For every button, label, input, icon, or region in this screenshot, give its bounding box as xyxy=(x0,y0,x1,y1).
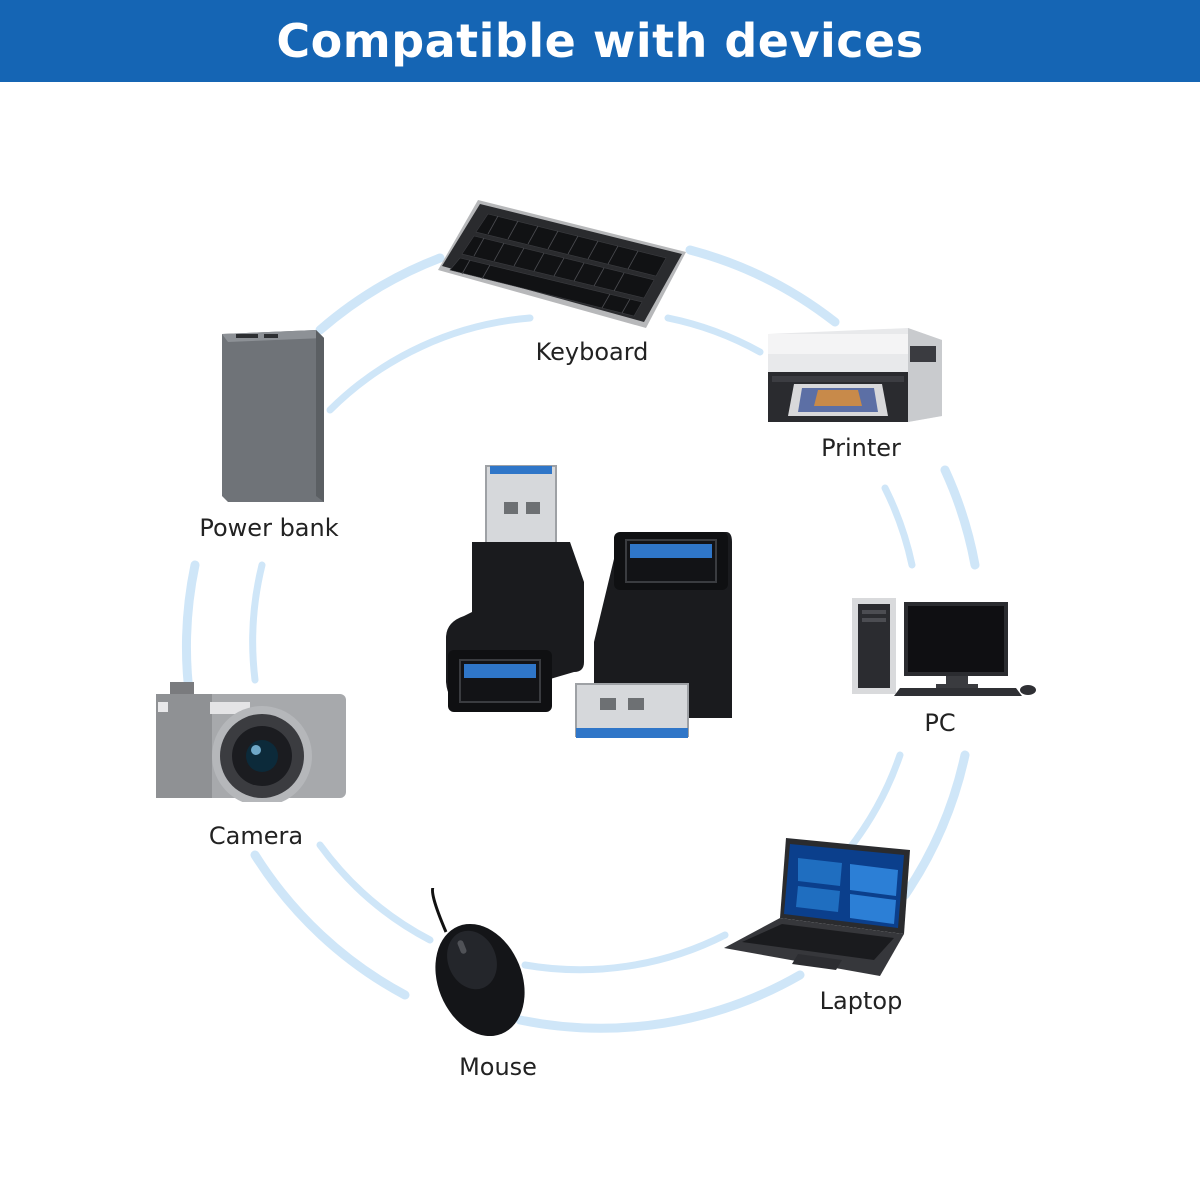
printer-device xyxy=(758,326,946,430)
laptop-icon xyxy=(724,838,910,976)
mouse-device xyxy=(420,888,538,1038)
page-title: Compatible with devices xyxy=(276,14,924,68)
power-bank-device xyxy=(220,330,328,504)
pc-label: PC xyxy=(924,709,956,737)
keyboard-label: Keyboard xyxy=(535,338,649,366)
laptop-label: Laptop xyxy=(819,987,903,1015)
pc-icon xyxy=(852,598,1036,696)
keyboard-device xyxy=(436,198,688,330)
header-banner: Compatible with devices xyxy=(0,0,1200,82)
laptop-device xyxy=(722,836,912,980)
usb-right-angle-adapters-icon xyxy=(446,465,732,738)
mouse-label: Mouse xyxy=(459,1053,537,1081)
power-bank-label: Power bank xyxy=(199,514,339,542)
usb-adapters-product xyxy=(444,462,734,742)
keyboard-icon xyxy=(438,200,686,328)
mouse-icon xyxy=(431,888,525,1037)
pc-device xyxy=(850,594,1042,698)
camera-device xyxy=(154,682,350,802)
printer-icon xyxy=(768,328,942,422)
power-bank-icon xyxy=(222,330,324,502)
camera-label: Camera xyxy=(208,822,304,850)
camera-icon xyxy=(156,682,346,802)
printer-label: Printer xyxy=(821,434,901,462)
